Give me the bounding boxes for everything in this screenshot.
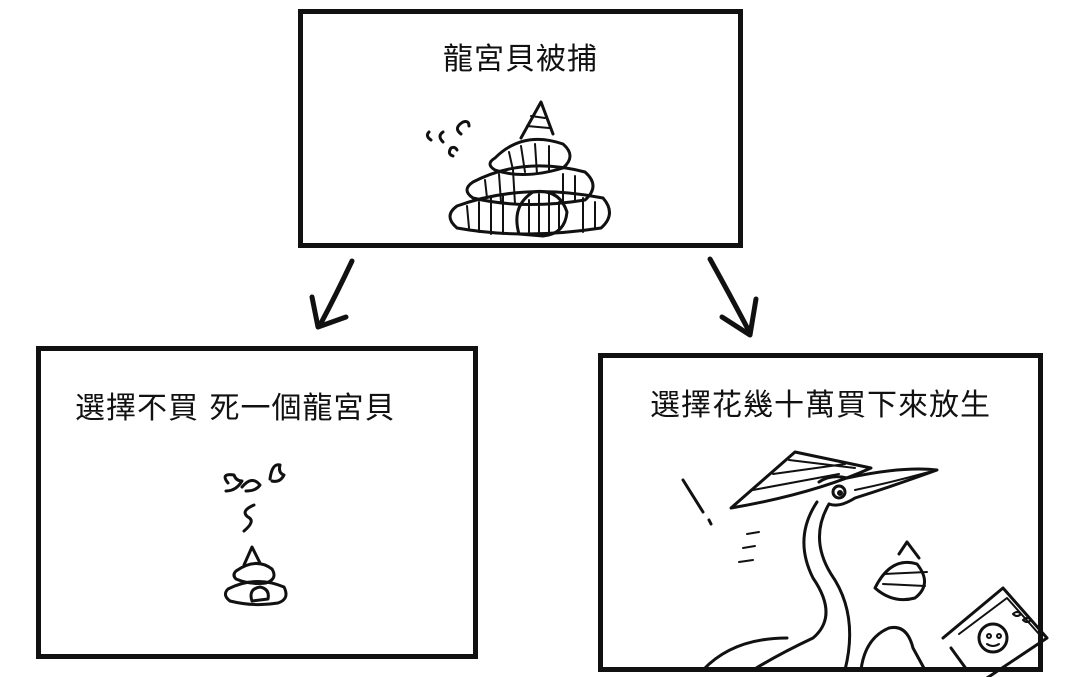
top-panel: 龍宮貝被捕 [298,9,743,248]
right-panel-title: 選擇花幾十萬買下來放生 [650,388,991,423]
heron-rescue-illustration [681,450,1049,677]
top-panel-title: 龍宮貝被捕 [443,42,598,77]
captured-shell-illustration [425,100,611,238]
left-panel-title: 選擇不買 死一個龍宮貝 [75,391,396,426]
right-panel: 選擇花幾十萬買下來放生 [598,353,1049,677]
arrow-to-right [707,256,759,338]
left-panel: 選擇不買 死一個龍宮貝 [36,346,478,659]
dead-shell-illustration [223,463,288,607]
arrow-to-left [309,258,355,330]
